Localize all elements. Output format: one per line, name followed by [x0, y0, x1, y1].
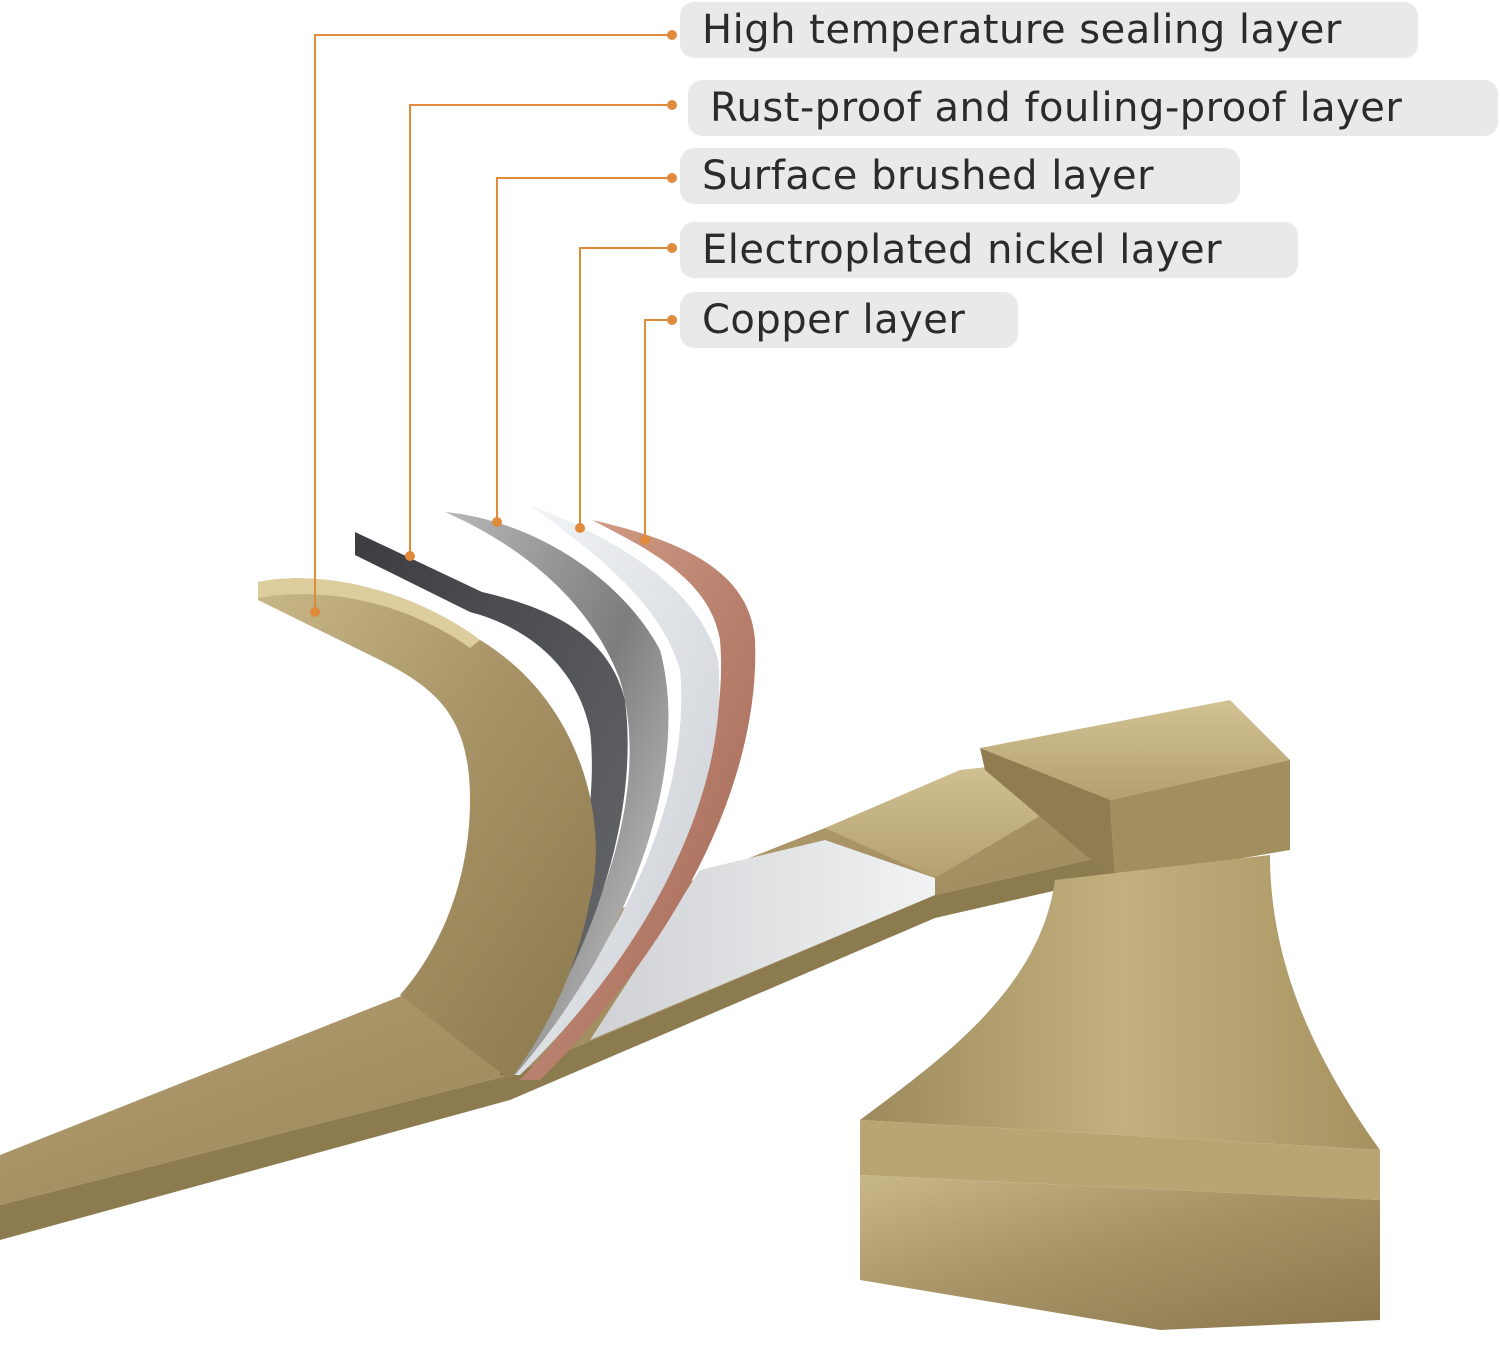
- label-rust-proof-fouling-proof-layer: Rust-proof and fouling-proof layer: [688, 80, 1498, 136]
- leader-dot-4a: [667, 243, 677, 253]
- copper-layer-sheet: [520, 520, 756, 1080]
- label-high-temperature-sealing-layer: High temperature sealing layer: [680, 2, 1418, 58]
- leader-dot-3a: [667, 173, 677, 183]
- leader-line-1: [314, 34, 672, 612]
- leader-dot-3b: [492, 517, 502, 527]
- leader-lines: [310, 30, 677, 617]
- label-surface-brushed-layer: Surface brushed layer: [680, 148, 1240, 204]
- leader-line-2: [409, 104, 672, 556]
- sealing-layer-sheet: [258, 578, 596, 1080]
- nickel-layer-sheet: [505, 505, 720, 1075]
- silver-strip: [590, 840, 935, 1040]
- leader-dot-5b: [640, 535, 650, 545]
- leader-line-5: [644, 319, 672, 540]
- leader-dot-4b: [575, 523, 585, 533]
- leader-line-4: [579, 247, 672, 528]
- label-electroplated-nickel-layer: Electroplated nickel layer: [680, 222, 1298, 278]
- leader-dot-2a: [667, 100, 677, 110]
- leader-dot-5a: [667, 315, 677, 325]
- bar-front-face: [0, 855, 1110, 1240]
- brushed-layer-sheet: [445, 512, 669, 1075]
- leader-dot-1b: [310, 607, 320, 617]
- label-copper-layer: Copper layer: [680, 292, 1018, 348]
- sealing-layer-edge: [258, 578, 480, 648]
- mount-cap-front: [1110, 760, 1290, 880]
- leader-dot-1a: [667, 30, 677, 40]
- mount-base-front: [860, 1175, 1380, 1330]
- peeled-layers: [258, 505, 756, 1080]
- mount-base-top: [860, 1120, 1380, 1200]
- mount-cap-side: [980, 748, 1115, 880]
- leader-dot-2b: [405, 551, 415, 561]
- leader-line-3: [496, 177, 672, 522]
- mount-post: [860, 855, 1380, 1150]
- mount-cap-top: [980, 700, 1290, 800]
